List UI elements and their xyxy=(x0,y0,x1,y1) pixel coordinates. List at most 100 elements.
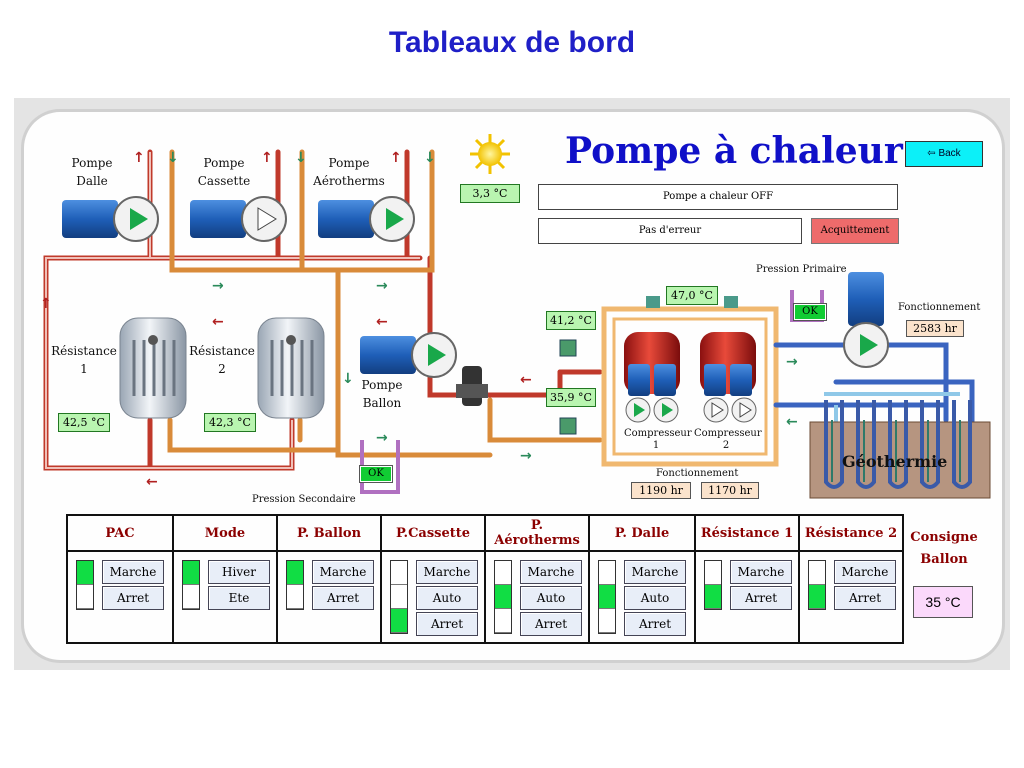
control-button-marche[interactable]: Marche xyxy=(520,560,582,584)
compressor-1 xyxy=(624,332,680,396)
state-segment xyxy=(391,609,407,633)
svg-text:↑: ↑ xyxy=(261,150,273,166)
state-indicator xyxy=(286,560,304,610)
state-indicator xyxy=(598,560,616,634)
pump-motor-aerotherms xyxy=(318,196,415,242)
control-button-marche[interactable]: Marche xyxy=(834,560,896,584)
resistance-1-label: Résistance 1 xyxy=(51,344,117,376)
geo-hours: 2583 hr xyxy=(906,320,964,337)
control-button-arret[interactable]: Arret xyxy=(102,586,164,610)
state-indicator xyxy=(76,560,94,610)
compressor-temp: 47,0 °C xyxy=(666,286,718,305)
pump-ballon-label: Pompe Ballon xyxy=(361,378,403,410)
state-segment xyxy=(391,561,407,585)
secondary-pressure-status: OK xyxy=(359,465,393,483)
compressor-runtime-label: Fonctionnement xyxy=(656,468,739,479)
control-button-arret[interactable]: Arret xyxy=(624,612,686,636)
state-segment xyxy=(495,561,511,585)
geothermal-label: Géothermie xyxy=(842,452,948,471)
svg-text:↑: ↑ xyxy=(133,150,145,166)
outside-temperature: 3,3 °C xyxy=(460,184,520,203)
control-button-arret[interactable]: Arret xyxy=(834,586,896,610)
state-indicator xyxy=(182,560,200,610)
state-segment xyxy=(599,561,615,585)
pump-cassette-label: Pompe Cassette xyxy=(197,156,251,188)
state-segment xyxy=(809,561,825,585)
control-button-marche[interactable]: Marche xyxy=(416,560,478,584)
svg-text:←: ← xyxy=(146,474,158,490)
state-segment xyxy=(77,585,93,609)
control-button-arret[interactable]: Arret xyxy=(730,586,792,610)
control-button-marche[interactable]: Marche xyxy=(312,560,374,584)
control-button-marche[interactable]: Marche xyxy=(730,560,792,584)
pump-motor-cassette xyxy=(190,196,287,242)
back-button[interactable]: ⇦ Back xyxy=(905,141,983,167)
resistance-2-temp: 42,3 °C xyxy=(204,413,256,432)
compressor-1-hours: 1190 hr xyxy=(631,482,691,499)
svg-text:→: → xyxy=(376,278,388,294)
state-segment xyxy=(599,609,615,633)
svg-text:↓: ↓ xyxy=(424,150,436,166)
control-button-arret[interactable]: Arret xyxy=(520,612,582,636)
control-header: Résistance 1 xyxy=(694,514,800,552)
sun-icon xyxy=(470,134,510,174)
control-button-hiver[interactable]: Hiver xyxy=(208,560,270,584)
primary-pressure-label: Pression Primaire xyxy=(756,264,847,275)
consigne-label: Consigne Ballon xyxy=(910,530,978,567)
control-button-auto[interactable]: Auto xyxy=(624,586,686,610)
control-button-ete[interactable]: Ete xyxy=(208,586,270,610)
supply-temp: 41,2 °C xyxy=(546,311,596,330)
control-header: P. Dalle xyxy=(588,514,696,552)
control-header: PAC xyxy=(66,514,174,552)
state-segment xyxy=(809,585,825,609)
state-segment xyxy=(183,561,199,585)
resistance-2-label: Résistance 2 xyxy=(189,344,255,376)
control-button-auto[interactable]: Auto xyxy=(520,586,582,610)
state-indicator xyxy=(494,560,512,634)
status-message: Pompe a chaleur OFF xyxy=(538,184,898,210)
pump-aerotherms-label: Pompe Aérotherms xyxy=(313,156,385,188)
control-button-auto[interactable]: Auto xyxy=(416,586,478,610)
control-button-arret[interactable]: Arret xyxy=(312,586,374,610)
control-button-arret[interactable]: Arret xyxy=(416,612,478,636)
return-temp: 35,9 °C xyxy=(546,388,596,407)
control-header: P. Aérotherms xyxy=(484,514,590,552)
svg-text:↓: ↓ xyxy=(342,371,354,387)
svg-text:↑: ↑ xyxy=(40,296,52,312)
state-segment xyxy=(705,585,721,609)
state-segment xyxy=(287,561,303,585)
control-header: Résistance 2 xyxy=(798,514,904,552)
svg-text:←: ← xyxy=(786,414,798,430)
svg-text:↑: ↑ xyxy=(390,150,402,166)
consigne-value[interactable]: 35 °C xyxy=(913,586,973,618)
state-segment xyxy=(495,609,511,633)
svg-text:→: → xyxy=(520,448,532,464)
resistance-1-temp: 42,5 °C xyxy=(58,413,110,432)
control-header: Mode xyxy=(172,514,278,552)
state-indicator xyxy=(808,560,826,610)
svg-text:←: ← xyxy=(212,314,224,330)
pump-motor-ballon xyxy=(360,332,457,378)
svg-text:↓: ↓ xyxy=(167,150,179,166)
state-segment xyxy=(287,585,303,609)
state-indicator xyxy=(390,560,408,634)
control-button-marche[interactable]: Marche xyxy=(624,560,686,584)
svg-text:↓: ↓ xyxy=(295,150,307,166)
pump-motor-geothermal xyxy=(843,272,889,368)
tank-resistance-1 xyxy=(119,317,187,419)
slide-title: Tableaux de bord xyxy=(388,26,636,59)
pump-motor-dalle xyxy=(62,196,159,242)
screen-title: Pompe à chaleur xyxy=(565,130,903,172)
compressor-2-label: Compresseur 2 xyxy=(694,428,762,451)
state-segment xyxy=(599,585,615,609)
state-segment xyxy=(183,585,199,609)
control-button-marche[interactable]: Marche xyxy=(102,560,164,584)
acknowledge-button[interactable]: Acquittement xyxy=(811,218,899,244)
pump-dalle-label: Pompe Dalle xyxy=(71,156,113,188)
